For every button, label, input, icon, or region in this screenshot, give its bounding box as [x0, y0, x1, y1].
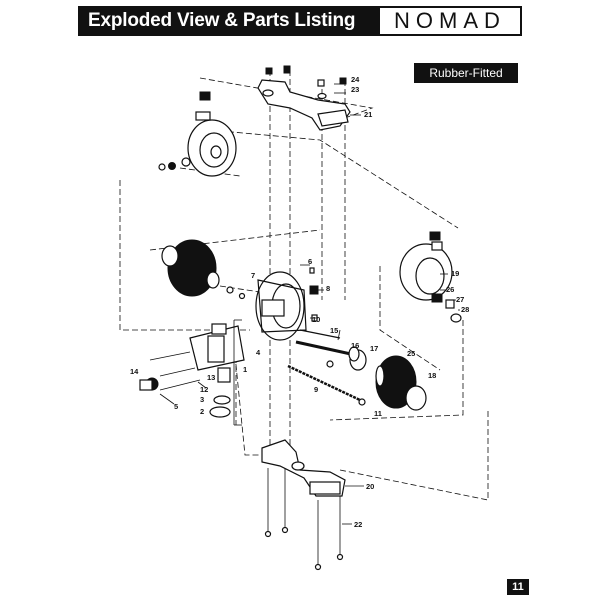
callout-15: 15: [330, 326, 338, 335]
callout-26: 26: [446, 285, 454, 294]
page-number: 11: [507, 579, 529, 595]
callout-7: 7: [251, 271, 255, 280]
right-outer-chamber: [399, 231, 462, 323]
callout-28: 28: [461, 305, 469, 314]
callout-25: 25: [407, 349, 415, 358]
callout-5: 5: [174, 402, 178, 411]
callout-22: 22: [354, 520, 362, 529]
callout-16: 16: [351, 341, 359, 350]
header-title-bar: Exploded View & Parts Listing: [78, 6, 378, 36]
callout-23: 23: [351, 85, 359, 94]
right-diaphragm: [348, 346, 427, 411]
callout-14: 14: [130, 367, 139, 376]
callout-19: 19: [451, 269, 459, 278]
center-body: [255, 267, 319, 341]
callout-10: 10: [312, 315, 320, 324]
callout-4: 4: [256, 348, 261, 357]
callout-1: 1: [243, 365, 247, 374]
variant-badge: Rubber-Fitted: [414, 63, 518, 83]
callout-3: 3: [200, 395, 204, 404]
callout-9: 9: [314, 385, 318, 394]
brand-name: NOMAD: [394, 8, 506, 33]
callout-11: 11: [374, 409, 382, 418]
air-valve: [139, 319, 245, 426]
callout-27: 27: [456, 295, 464, 304]
callout-12: 12: [200, 385, 208, 394]
callout-labels: 24 23 21 6 7 8 10 15 16 17 25 18 19 26 2…: [130, 75, 469, 529]
callout-2: 2: [200, 407, 204, 416]
page-title: Exploded View & Parts Listing: [88, 10, 356, 31]
callout-13: 13: [207, 373, 215, 382]
callout-17: 17: [370, 344, 378, 353]
left-diaphragm: [161, 239, 246, 300]
left-outer-chamber: [158, 91, 237, 177]
top-manifold: [257, 65, 351, 131]
bottom-manifold: [261, 439, 346, 571]
callout-20: 20: [366, 482, 374, 491]
brand-logo: NOMAD: [378, 6, 522, 36]
callout-leaders: [159, 83, 460, 525]
callout-21: 21: [364, 110, 372, 119]
callout-24: 24: [351, 75, 360, 84]
callout-8: 8: [326, 284, 330, 293]
callout-6: 6: [308, 257, 312, 266]
callout-18: 18: [428, 371, 436, 380]
